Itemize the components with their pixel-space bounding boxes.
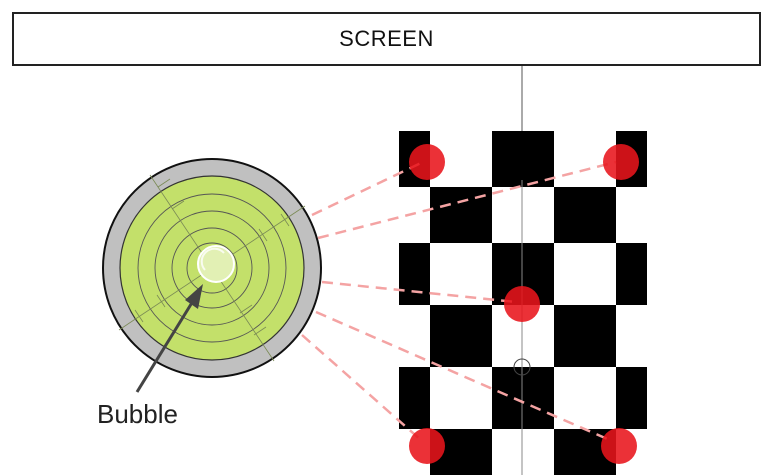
bubble [198,246,234,282]
marker-top-left [409,144,445,180]
bubble-level [103,159,321,377]
marker-center [504,286,540,322]
marker-bottom-left [409,428,445,464]
bubble-label: Bubble [97,399,178,429]
marker-top-right [603,144,639,180]
marker-bottom-right [601,428,637,464]
